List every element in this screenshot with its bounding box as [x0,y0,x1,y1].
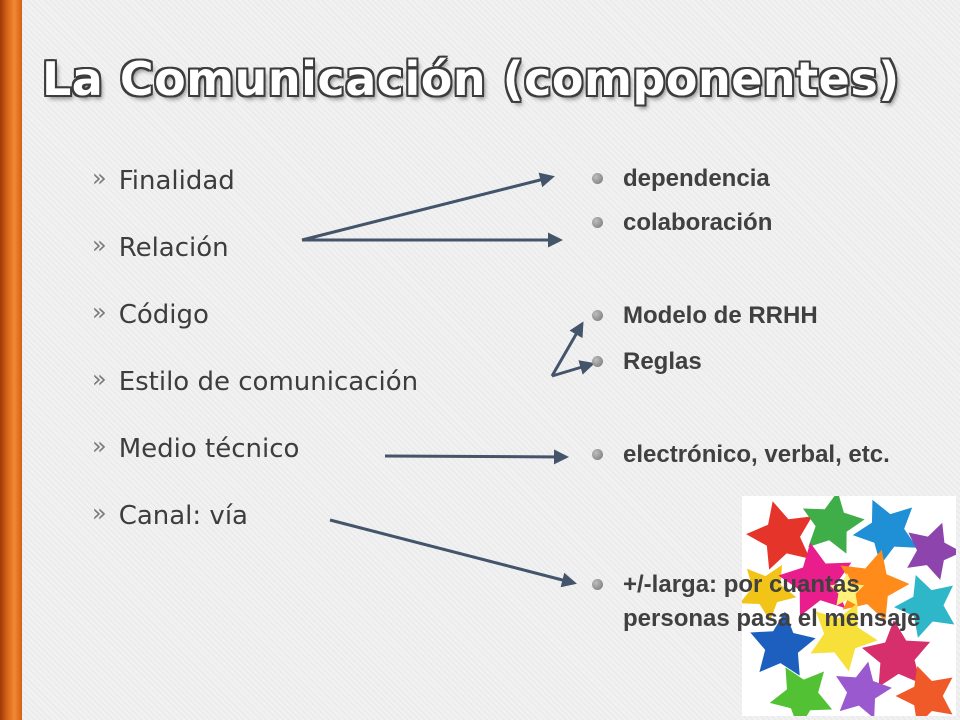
chevron-bullet-icon: » [92,298,107,326]
list-item-estilo: » Estilo de comunicación [92,363,418,430]
bullet-reglas: Reglas [592,345,942,379]
bullet-label: Reglas [623,348,702,375]
chevron-bullet-icon: » [92,432,107,460]
list-item-label: Estilo de comunicación [118,367,419,397]
bullet-dot-icon [592,217,603,228]
bullet-colaboracion: colaboración [592,206,942,240]
list-item-label: Relación [118,233,229,263]
side-accent-bar [0,0,22,720]
bullet-dot-icon [592,356,603,367]
bullet-modelo-rrhh: Modelo de RRHH [592,299,942,333]
bullet-label: colaboración [623,209,773,236]
bullet-electronico: electrónico, verbal, etc. [592,438,932,472]
bullet-dot-icon [592,449,603,460]
component-list: » Finalidad » Relación » Código » Estilo… [92,162,418,564]
bullet-dot-icon [592,310,603,321]
bullet-dependencia: dependencia [592,162,942,196]
bullet-larga: +/-larga: por cuantas personas pasa el m… [592,568,948,636]
chevron-bullet-icon: » [92,499,107,527]
bullet-dot-icon [592,579,603,590]
bullet-label: Modelo de RRHH [623,302,818,329]
arrow-codigo-reglas [551,360,595,378]
list-item-label: Canal: vía [118,501,248,531]
list-item-finalidad: » Finalidad [92,162,418,229]
colorful-stars-icon [742,496,956,716]
chevron-bullet-icon: » [92,231,107,259]
chevron-bullet-icon: » [92,164,107,192]
list-item-medio: » Medio técnico [92,430,418,497]
slide-title: La Comunicación (componentes) [42,52,900,106]
list-item-label: Medio técnico [118,434,300,464]
arrow-codigo-modelo [550,321,584,377]
list-item-label: Finalidad [118,166,235,196]
bullet-label: dependencia [623,165,770,192]
list-item-codigo: » Código [92,296,418,363]
bullet-dot-icon [592,173,603,184]
chevron-bullet-icon: » [92,365,107,393]
bullet-label: electrónico, verbal, etc. [623,441,890,468]
bullet-label: +/-larga: por cuantas personas pasa el m… [623,571,921,632]
list-item-canal: » Canal: vía [92,497,418,564]
list-item-label: Código [118,300,209,330]
list-item-relacion: » Relación [92,229,418,296]
